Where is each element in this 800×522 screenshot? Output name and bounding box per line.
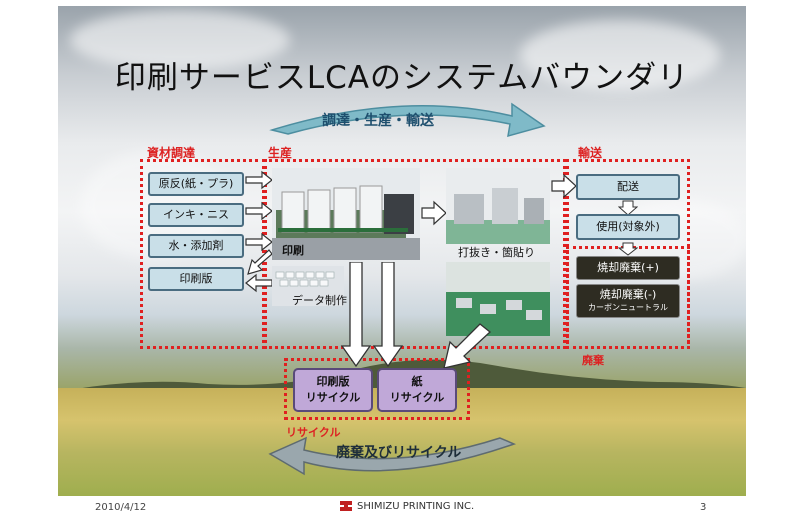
paper-recycle-box: 紙 リサイクル [377,368,457,412]
packing-room-image [446,262,550,336]
plate-recycle-label-2: リサイクル [305,391,361,404]
page-number: 3 [700,502,707,513]
company-name: SHIMIZU PRINTING INC. [357,500,475,512]
recycle-boundary [284,358,470,420]
use-box: 使用(対象外) [576,214,680,240]
section-label-recycle: リサイクル [286,426,341,439]
section-label-materials: 資材調達 [147,146,196,160]
section-label-disposal: 廃棄 [582,354,604,367]
post-processing-label: 打抜き・箇貼り [458,246,535,259]
plate-recycle-label-1: 印刷版 [316,375,350,388]
forward-arrow-label: 調達・生産・輸送 [322,113,434,129]
materials-boundary [140,159,265,349]
delivery-arrow [551,173,577,199]
incineration-minus-label: 焼却廃棄(-) [599,288,657,301]
material-ink-varnish: インキ・ニス [148,203,244,227]
printing-press-photo [272,168,420,260]
plate-recycle-box: 印刷版 リサイクル [293,368,373,412]
material-water-additive: 水・添加剤 [148,234,244,258]
paper-recycle-label-2: リサイクル [389,391,445,404]
page-title: 印刷サービスLCAのシステムバウンダリ [114,60,690,96]
section-label-production: 生産 [268,146,293,160]
cloud [70,10,290,70]
down-arrow [618,242,638,256]
data-creation-label: データ制作 [292,294,347,307]
company-logo: SHIMIZU PRINTING INC. [338,499,474,513]
process-arrow-backward [268,436,517,476]
factory-room-image [446,168,550,244]
process-arrow-right [421,200,447,226]
process-arrow-forward [269,102,546,138]
material-paper-plastic: 原反(紙・プラ) [148,172,244,196]
printing-press-image [272,168,420,260]
footer-date: 2010/4/12 [95,502,147,513]
section-label-transport: 輸送 [578,146,603,160]
material-input-arrows [245,170,273,293]
recycle-flow-arrows [340,262,491,369]
cloud [520,20,720,90]
material-printing-plate: 印刷版 [148,267,244,291]
paper-recycle-label-1: 紙 [411,375,423,388]
backward-arrow-label: 廃棄及びリサイクル [336,445,462,461]
carbon-neutral-label: カーボンニュートラル [588,303,668,312]
incineration-minus-box: 焼却廃棄(-) カーボンニュートラル [576,284,680,318]
keyboard-image [272,266,344,306]
incineration-plus-box: 焼却廃棄(+) [576,256,680,280]
down-arrow [618,200,638,216]
printing-label: 印刷 [282,244,304,257]
incineration-plus-label: 焼却廃棄(+) [597,261,659,274]
data-creation-photo [272,266,344,306]
post-processing-photo [446,168,550,244]
company-logo-icon [340,501,352,511]
packing-room-photo [446,262,550,336]
delivery-box: 配送 [576,174,680,200]
